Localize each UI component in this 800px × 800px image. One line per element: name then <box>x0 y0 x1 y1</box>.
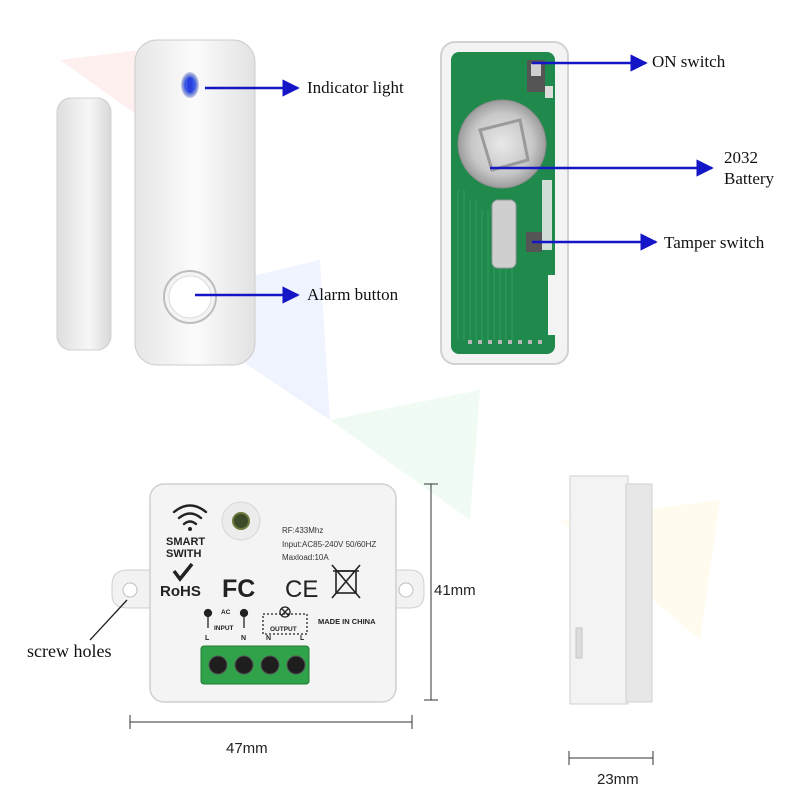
smart-switch-module: SMART SWITH RF:433Mhz Input:AC85-240V 50… <box>111 483 425 703</box>
side-body-right <box>625 483 653 703</box>
sensor-body <box>134 39 256 366</box>
alarm-button-label: Alarm button <box>307 285 399 304</box>
tamper-switch-label: Tamper switch <box>664 233 765 252</box>
coin-battery <box>457 99 547 189</box>
side-latch <box>575 627 583 659</box>
battery-label-line2: Battery <box>724 169 775 188</box>
battery-clip <box>478 118 530 172</box>
indicator-light-core <box>187 77 193 93</box>
on-switch-knob <box>531 64 541 76</box>
screw-holes-label: screw holes <box>27 641 112 661</box>
wiring-diagram <box>203 606 308 635</box>
height-dimension-label: 41mm <box>434 582 476 599</box>
door-sensor <box>56 39 256 366</box>
fcc-mark: FC <box>222 575 255 603</box>
open-sensor <box>440 41 569 365</box>
terminal-block <box>200 645 310 685</box>
made-in-label: MADE IN CHINA <box>318 617 376 626</box>
checkmark-icon <box>172 562 194 582</box>
terminal-screws <box>208 655 306 675</box>
dimension-width <box>129 715 413 729</box>
terminal-l-out: L <box>300 635 305 642</box>
wifi-icon <box>172 504 208 531</box>
module-side-view <box>569 475 653 705</box>
input-spec: Input:AC85-240V 50/60HZ <box>282 540 376 549</box>
width-dimension-label: 47mm <box>226 740 268 757</box>
battery-label-line1: 2032 <box>724 148 758 167</box>
led <box>232 512 250 530</box>
output-label: OUTPUT <box>270 626 297 633</box>
screw-holes-leader <box>89 599 128 641</box>
left-screw-hole <box>122 582 138 598</box>
disposal-bin-icon <box>331 564 361 599</box>
right-screw-hole <box>398 582 414 598</box>
terminal-n-in: N <box>241 635 246 642</box>
dimension-depth <box>568 751 654 765</box>
depth-dimension-label: 23mm <box>597 771 639 788</box>
rohs-mark: RoHS <box>160 583 201 600</box>
alarm-button-face <box>168 275 212 319</box>
side-body-left <box>569 475 629 705</box>
rf-spec: RF:433Mhz <box>282 526 323 535</box>
brand-line2: SWITH <box>166 548 201 560</box>
on-switch-label: ON switch <box>652 52 726 71</box>
crystal <box>491 199 517 269</box>
terminal-l-in: L <box>205 635 210 642</box>
brand-line1: SMART <box>166 536 205 548</box>
ce-mark: CE <box>285 576 318 603</box>
dimension-height <box>424 483 438 701</box>
terminal-n-out: N <box>266 635 271 642</box>
ac-label: AC <box>221 609 231 616</box>
maxload-spec: Maxload:10A <box>282 553 329 562</box>
input-label: INPUT <box>214 625 234 632</box>
magnet-part <box>56 97 112 351</box>
indicator-light-label: Indicator light <box>307 78 404 97</box>
